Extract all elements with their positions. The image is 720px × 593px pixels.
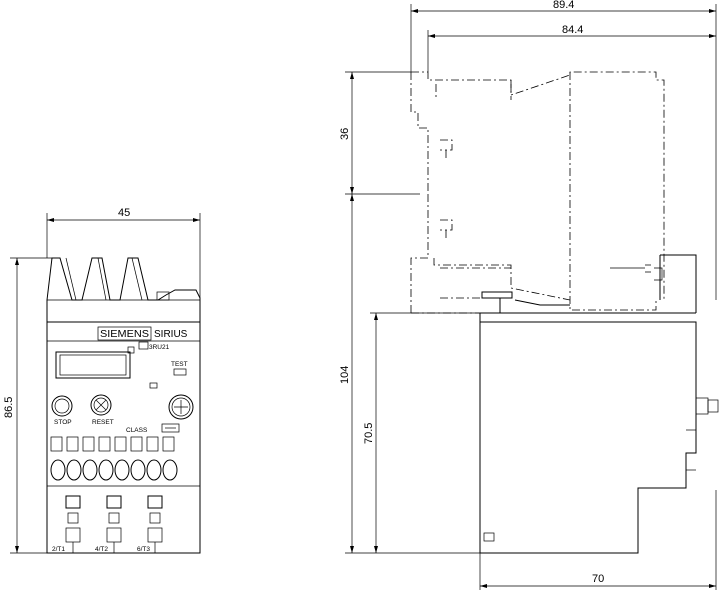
brand-siemens: SIEMENS	[100, 329, 149, 340]
dimension-side-base-width: 70	[479, 490, 717, 590]
indicator-row	[50, 436, 175, 452]
dimension-side-inner-width: 84.4	[427, 24, 716, 72]
dimension-label-side-lower-height: 70.5	[363, 423, 375, 444]
dimension-front-height: 86.5	[3, 257, 52, 554]
current-setting-dial[interactable]	[168, 394, 194, 420]
dimension-label-side-base-width: 70	[592, 573, 604, 585]
model-label: 3RU21	[149, 344, 170, 351]
contactor-outline	[410, 71, 665, 314]
dimension-label-side-top-height: 36	[339, 128, 351, 140]
dimension-label-front-height: 86.5	[3, 397, 15, 418]
reset-button[interactable]	[90, 394, 112, 416]
dimension-label-front-width: 45	[118, 207, 130, 219]
terminal-label-3: 6/T3	[137, 546, 150, 553]
display-window	[55, 351, 131, 379]
front-housing	[46, 321, 201, 554]
brand-sirius: SIRIUS	[154, 329, 188, 340]
side-view: 89.4 84.4 36 104 70.5	[339, 0, 719, 590]
relay-body	[479, 312, 719, 554]
terminal-screw-row	[50, 459, 178, 481]
test-label: TEST	[171, 361, 188, 368]
class-selector[interactable]	[161, 423, 180, 433]
terminal-label-2: 4/T2	[95, 546, 108, 553]
test-button[interactable]	[173, 368, 187, 376]
reset-label: RESET	[92, 419, 114, 426]
dimension-side-height: 104	[339, 194, 480, 554]
class-label: CLASS	[126, 427, 148, 434]
dimension-side-total-width: 89.4	[410, 0, 717, 300]
stop-button[interactable]	[51, 395, 73, 417]
dimension-side-lower-height: 70.5	[363, 312, 480, 553]
front-view: 45 86.5 SIEMENS SIRIUS 3RU21	[3, 207, 201, 554]
dimension-front-width: 45	[46, 207, 201, 298]
dimension-label-side-total-width: 89.4	[553, 0, 574, 11]
dimension-side-top-height: 36	[339, 71, 420, 195]
stop-label: STOP	[54, 419, 72, 426]
dimension-label-side-inner-width: 84.4	[562, 24, 583, 36]
terminal-label-1: 2/T1	[52, 546, 65, 553]
bottom-terminals	[65, 495, 163, 553]
relay-connector	[481, 254, 697, 313]
top-terminal-comb	[46, 257, 201, 323]
dimension-label-side-height: 104	[339, 366, 351, 384]
